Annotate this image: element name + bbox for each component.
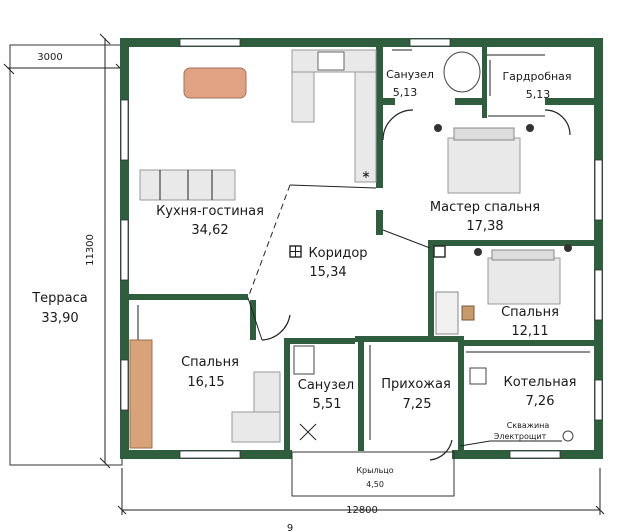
- windows: [120, 38, 603, 459]
- room-porch-area: 4,50: [366, 480, 384, 489]
- room-wardrobe-name: Гардробная: [502, 70, 571, 83]
- room-corridor-name: Коридор: [308, 246, 367, 261]
- room-terrace-area: 33,90: [41, 311, 78, 326]
- room-bath1-area: 5,13: [393, 86, 418, 99]
- master-bed: [434, 124, 534, 194]
- dim-terrace-width: 3000: [37, 52, 62, 63]
- room-wardrobe-area: 5,13: [526, 88, 551, 101]
- room-bath2-name: Санузел: [298, 378, 354, 393]
- corridor-walls: [247, 184, 431, 341]
- room-boiler-name: Котельная: [503, 375, 576, 390]
- bathroom-small-fixtures: [293, 345, 317, 441]
- bedroom-large-furniture: [129, 339, 281, 449]
- room-bedroom-large-name: Спальня: [181, 355, 239, 370]
- room-master-area: 17,38: [466, 219, 503, 234]
- dim-bottom-partial: 9: [287, 523, 293, 531]
- dim-building-width: 12800: [346, 505, 378, 516]
- room-hall-area: 7,25: [403, 397, 432, 412]
- room-porch-name: Крыльцо: [356, 466, 393, 475]
- entry-marker-icon: [433, 245, 446, 258]
- boiler-fixtures: [469, 367, 574, 442]
- bedroom-small-bed: [435, 244, 572, 335]
- room-terrace-name: Терраса: [31, 291, 88, 306]
- room-boiler-area: 7,26: [526, 394, 555, 409]
- room-bedroom-large-area: 16,15: [187, 375, 224, 390]
- room-bedroom-small-area: 12,11: [511, 324, 548, 339]
- dimension-lines: [3, 33, 605, 515]
- well-annotation: Скважина: [507, 421, 550, 430]
- dining-table: [183, 67, 247, 99]
- room-bedroom-small-name: Спальня: [501, 305, 559, 320]
- kitchen-furniture: ∗: [139, 49, 377, 201]
- porch-outline: [291, 451, 455, 497]
- doors: [261, 109, 571, 461]
- dim-building-height: 11300: [85, 234, 96, 266]
- room-bath2-area: 5,51: [313, 397, 342, 412]
- svg-text:∗: ∗: [361, 168, 370, 181]
- room-kitchen-area: 34,62: [191, 223, 228, 238]
- wardrobe-racks: [137, 60, 590, 440]
- room-corridor-area: 15,34: [309, 265, 346, 280]
- room-bath1-name: Санузел: [386, 68, 434, 81]
- room-hall-name: Прихожая: [381, 377, 451, 392]
- room-kitchen-name: Кухня-гостиная: [156, 204, 264, 219]
- panel-annotation: Электрощит: [494, 432, 547, 441]
- room-master-name: Мастер спальня: [430, 200, 540, 215]
- bath-fixtures: [392, 49, 545, 93]
